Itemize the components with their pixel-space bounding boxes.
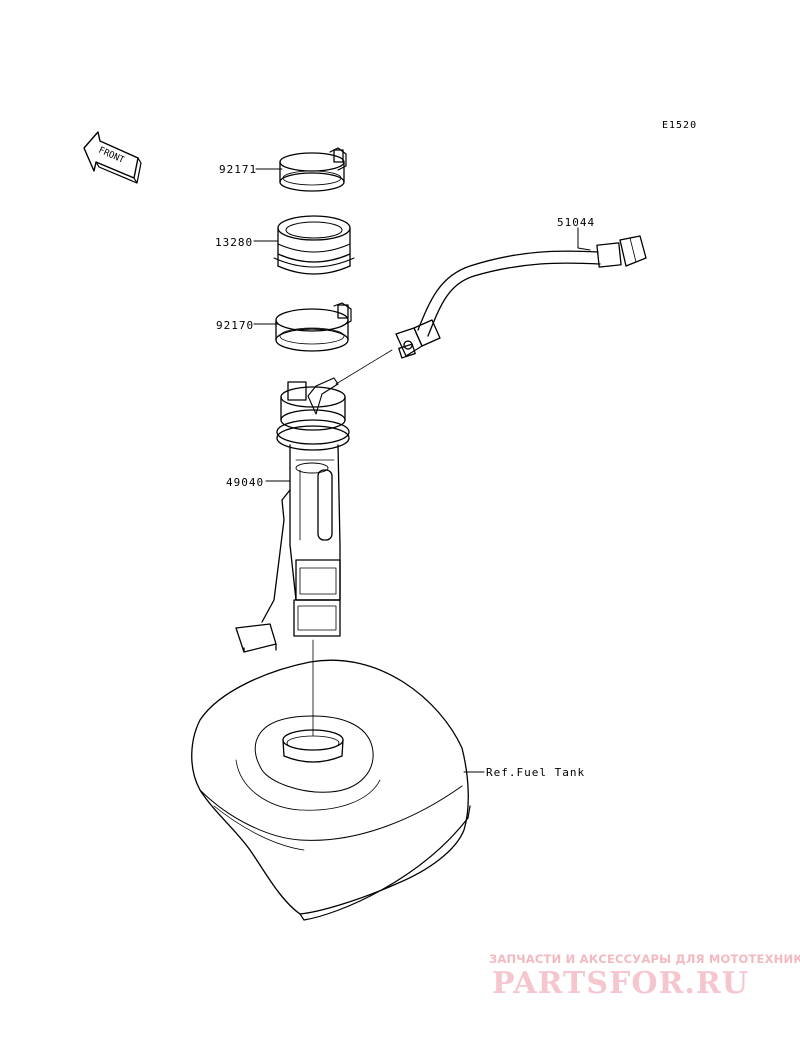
assembly-line-connector — [335, 349, 393, 385]
part-number-clamp-lower[interactable]: 92170 — [216, 319, 255, 332]
part-number-fuel-pump[interactable]: 49040 — [226, 476, 265, 489]
watermark-logo: PARTSFOR.RU — [492, 966, 749, 1001]
watermark-tagline: ЗАПЧАСТИ И АКСЕССУАРЫ ДЛЯ МОТОТЕХНИКИ — [489, 952, 800, 966]
front-arrow-icon: FRONT — [83, 131, 142, 184]
leader-lines — [253, 168, 591, 773]
part-number-seal[interactable]: 13280 — [215, 236, 254, 249]
diagram-code: E1520 — [662, 120, 698, 131]
clamp-lower — [275, 302, 352, 352]
fuel-pump-assembly — [235, 377, 350, 653]
part-number-clamp-upper[interactable]: 92171 — [219, 163, 258, 176]
seal-ring — [273, 215, 355, 275]
fuel-tank — [191, 659, 471, 921]
reference-fuel-tank: Ref.Fuel Tank — [486, 766, 586, 779]
clamp-upper — [279, 147, 347, 192]
part-number-harness[interactable]: 51044 — [557, 216, 596, 229]
front-label: FRONT — [97, 146, 126, 166]
wiring-harness — [395, 235, 647, 359]
